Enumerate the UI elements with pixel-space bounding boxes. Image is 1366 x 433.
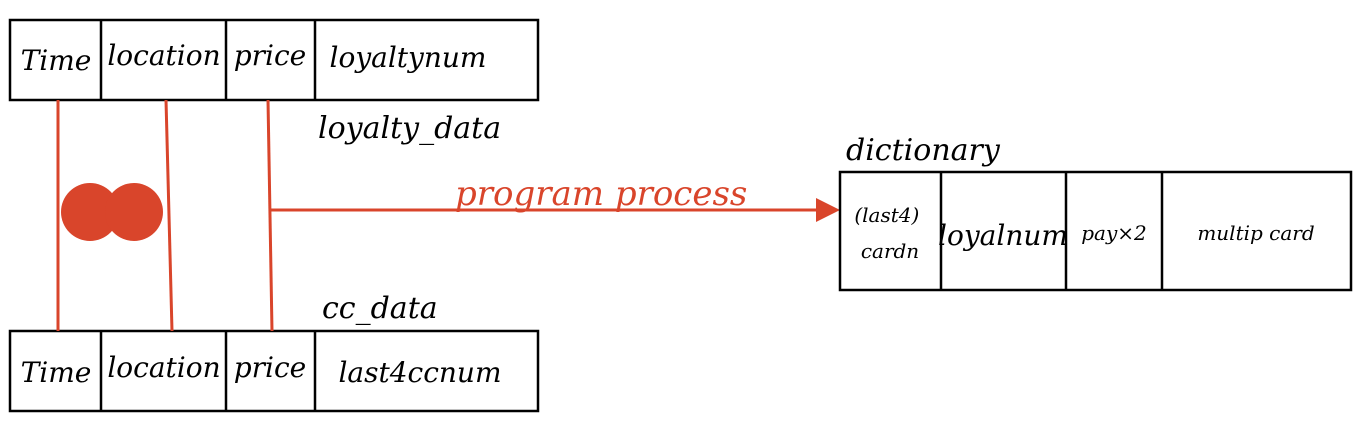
cc-col-price: price (234, 351, 307, 384)
loyalty-table-label: loyalty_data (318, 111, 501, 146)
loyalty-col-time: Time (21, 44, 92, 77)
process-label: program process (455, 174, 747, 214)
cc-col-last4ccnum: last4ccnum (338, 356, 501, 389)
loyalty-col-price: price (234, 39, 307, 72)
loyalty-col-loyaltynum: loyaltynum (330, 41, 487, 74)
cc-table-box (8, 329, 540, 413)
dictionary-col-cardn-text: (last4) (854, 203, 919, 227)
dictionary-col-cardn: (last4) cardn (854, 203, 925, 263)
join-line-location (164, 99, 174, 332)
cc-table-label: cc_data (322, 291, 438, 326)
join-circle-right (105, 183, 163, 241)
cc-col-time: Time (21, 356, 92, 389)
join-lines (56, 99, 274, 332)
dictionary-label: dictionary (846, 133, 1001, 168)
process-arrow (271, 198, 840, 222)
loyalty-table: Time location price loyaltynum (8, 18, 540, 102)
dictionary-col-pay: pay×2 (1081, 221, 1147, 245)
dictionary-col-cardn-text-line2: cardn (861, 239, 919, 263)
join-line-price (266, 99, 274, 332)
loyalty-table-box (8, 18, 540, 102)
dictionary-col-loyalnum: loyalnum (938, 219, 1068, 252)
join-circle-left (61, 183, 119, 241)
cc-table: Time location price last4ccnum (8, 329, 540, 413)
cc-col-location: location (107, 351, 220, 384)
dictionary-table: (last4) cardn loyalnum pay×2 multip card (838, 170, 1353, 292)
dictionary-col-multip-card: multip card (1197, 221, 1314, 245)
loyalty-col-location: location (107, 39, 220, 72)
dictionary-table-box (838, 170, 1353, 292)
join-symbol-icon (61, 183, 163, 241)
arrowhead-icon (816, 198, 840, 222)
